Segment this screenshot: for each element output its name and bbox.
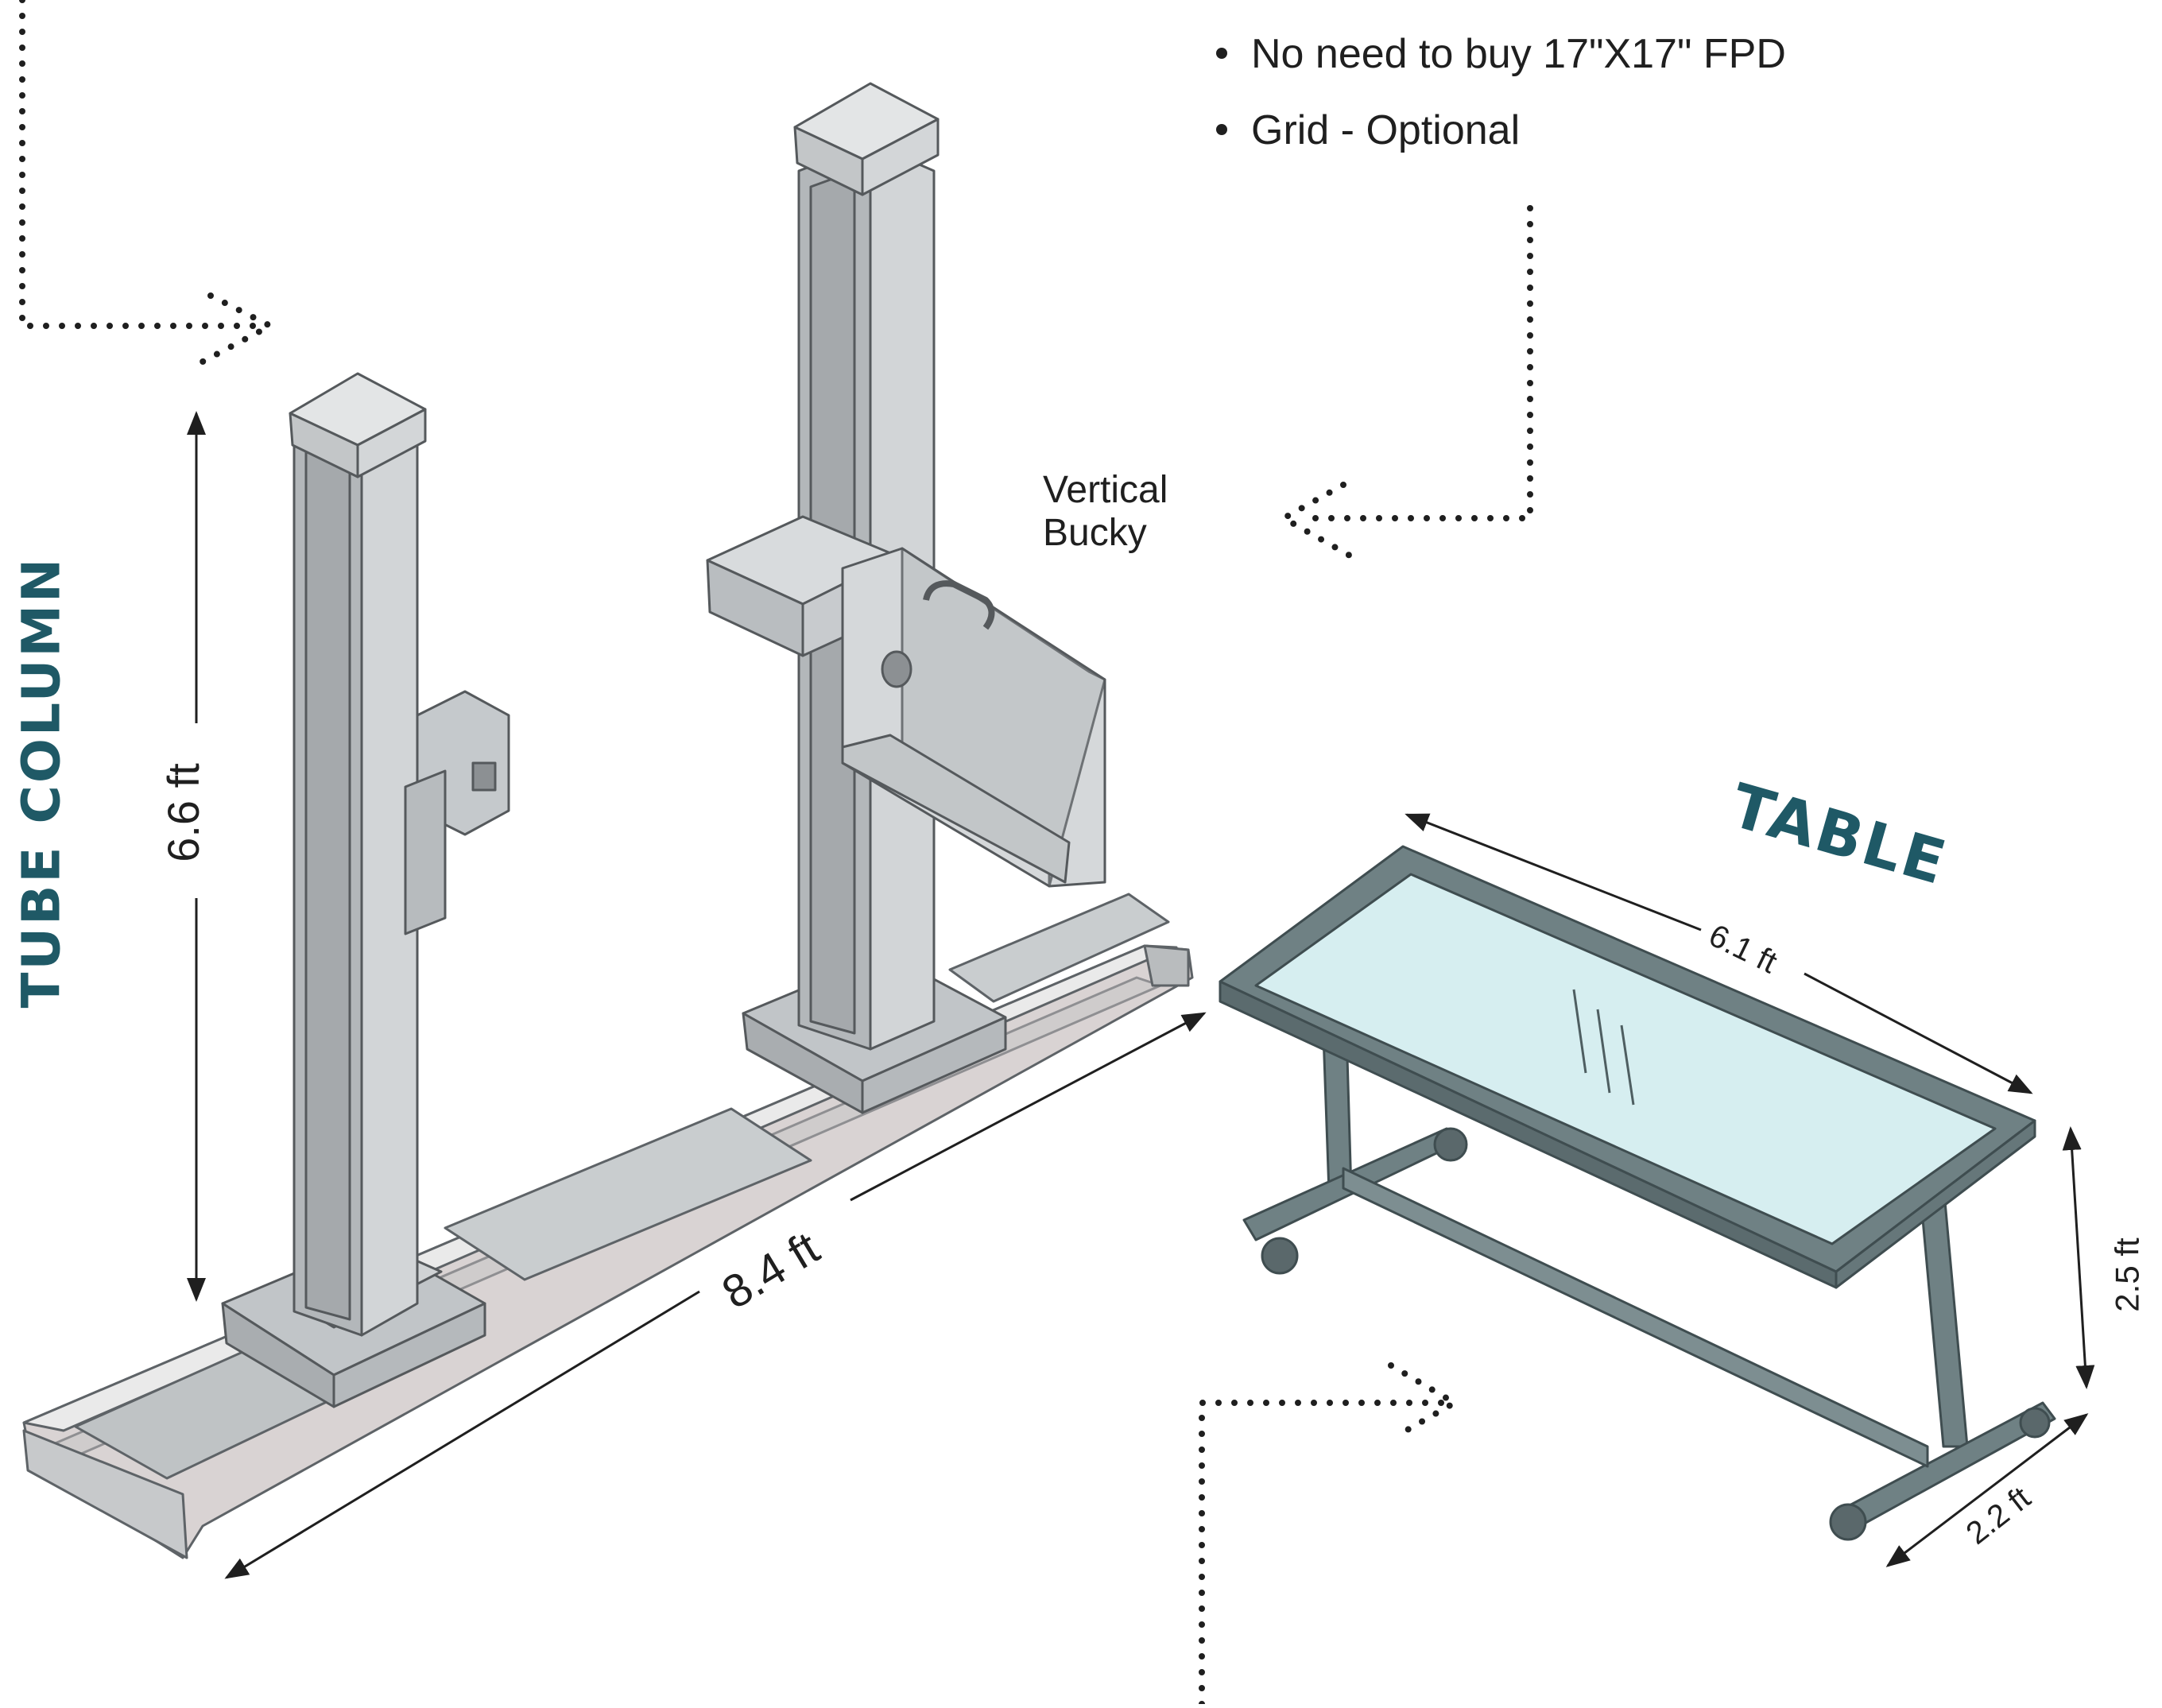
tube-column-title: TUBE COLUMN: [10, 556, 72, 1009]
dimension-line-base-length: [224, 1012, 1207, 1579]
dimension-line-table-length: [1405, 813, 2033, 1094]
vertical-bucky-label: Vertical Bucky: [1043, 469, 1168, 555]
column-height-label: 6.6 ft: [157, 763, 208, 862]
tube-column-pillar: [221, 372, 510, 1408]
dimension-line-table-width: [1885, 1413, 2089, 1567]
table-height-label: 2.5 ft: [2108, 1237, 2146, 1312]
feature-bullet: No need to buy 17"X17" FPD: [1216, 16, 1786, 92]
floor-base-rail: [22, 893, 1194, 1559]
feature-bullet: Grid - Optional: [1216, 92, 1786, 168]
vertical-bucky-label-line2: Bucky: [1043, 512, 1147, 554]
callout-arrow-vertical-bucky: [1277, 205, 1533, 560]
dimension-line-table-height: [2062, 1126, 2095, 1389]
vertical-bucky-label-line1: Vertical: [1043, 469, 1168, 511]
bullet-dot-icon: [1216, 48, 1227, 60]
vertical-bucky-stand: [706, 82, 1106, 1114]
bullet-dot-icon: [1216, 124, 1227, 136]
callout-arrow-table: [1199, 1362, 1461, 1707]
x-ray-table: [1219, 845, 2056, 1541]
feature-bullet-text: Grid - Optional: [1251, 107, 1521, 153]
callout-arrow-tube-column: [19, 0, 277, 365]
feature-bullet-text: No need to buy 17"X17" FPD: [1251, 31, 1786, 77]
feature-bullet-list: No need to buy 17"X17" FPD Grid - Option…: [1216, 16, 1786, 168]
